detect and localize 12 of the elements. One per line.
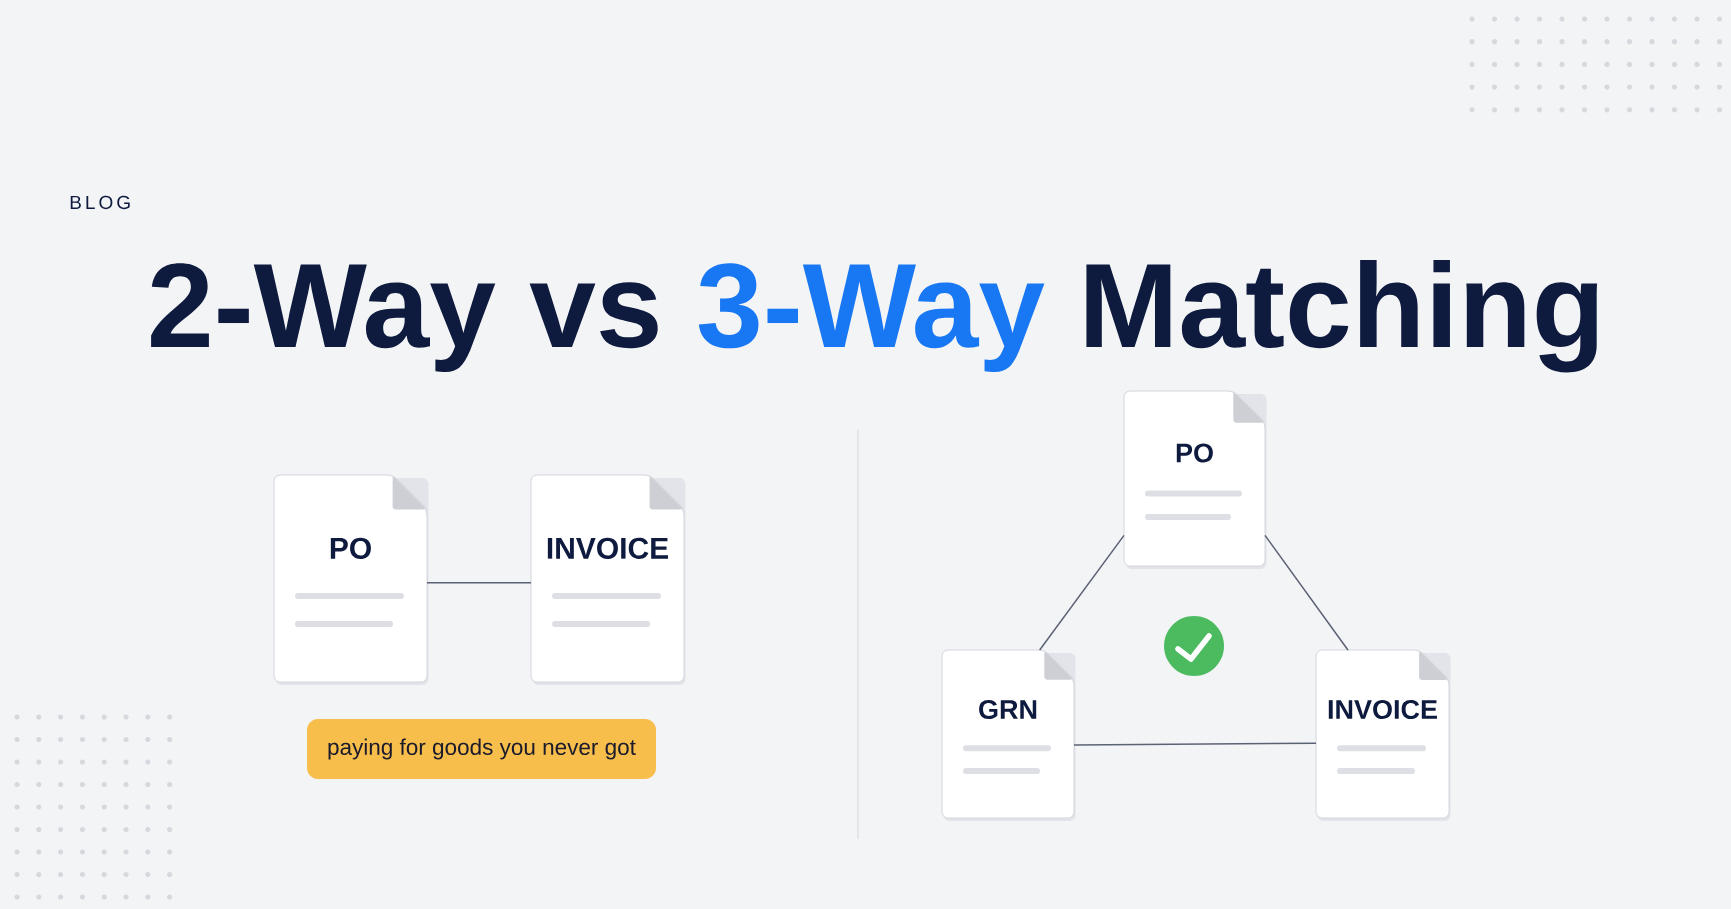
document-card: PO [273,474,429,685]
connector-line [426,581,532,584]
connector-line [1073,742,1317,746]
connector-line [1264,534,1349,651]
document-card: PO [1123,390,1267,569]
section-label: BLOG [70,195,130,210]
callout-pill: paying for goods you never got [307,719,656,779]
document-card: GRN [941,649,1076,821]
title: 2-Way vs 3-Way Matching [151,260,1598,373]
document-card: INVOICE [530,474,686,685]
document-card: INVOICE [1315,649,1451,821]
connector-line [1038,534,1125,651]
